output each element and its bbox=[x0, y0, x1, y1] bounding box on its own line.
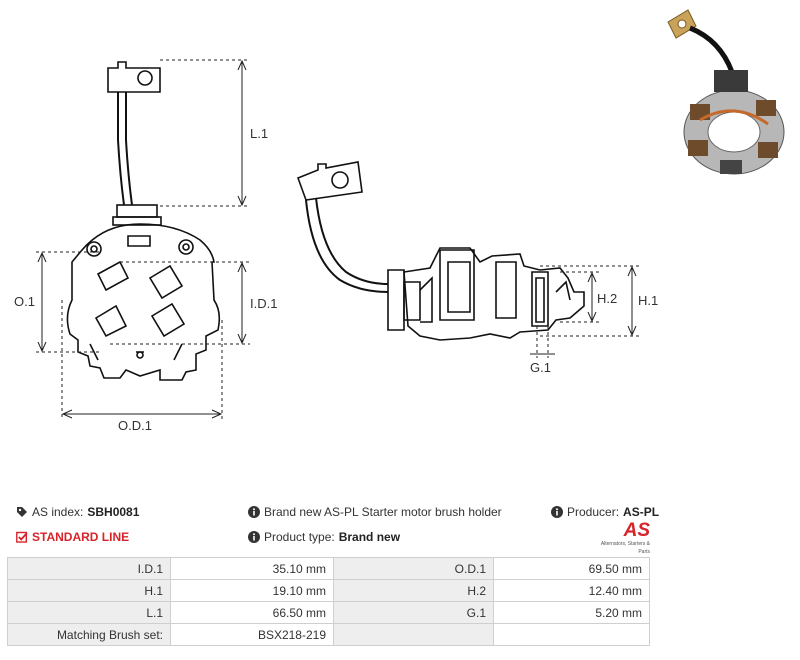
spec-value bbox=[493, 623, 650, 646]
dim-label-od1: O.D.1 bbox=[118, 418, 152, 433]
dim-label-l1: L.1 bbox=[250, 126, 268, 141]
product-photo bbox=[660, 0, 800, 200]
spec-value: 69.50 mm bbox=[493, 557, 650, 580]
spec-value: BSX218-219 bbox=[170, 623, 334, 646]
producer-label: Producer: bbox=[567, 505, 620, 519]
spec-value: 5.20 mm bbox=[493, 601, 650, 624]
spec-value: 66.50 mm bbox=[170, 601, 334, 624]
front-dimensions bbox=[36, 59, 250, 420]
dim-label-h2: H.2 bbox=[597, 291, 617, 306]
as-index: AS index: SBH0081 bbox=[16, 505, 139, 519]
tag-icon bbox=[17, 507, 27, 517]
product-type-label: Product type: bbox=[264, 530, 335, 544]
info-icon bbox=[248, 531, 260, 543]
dim-label-o1: O.1 bbox=[14, 294, 35, 309]
checkbox-icon bbox=[16, 531, 28, 543]
info-row-1: AS index: SBH0081 Brand new AS-PL Starte… bbox=[0, 505, 800, 527]
side-dimensions bbox=[530, 265, 640, 358]
dim-label-h1: H.1 bbox=[638, 293, 658, 308]
standard-line-text: STANDARD LINE bbox=[32, 530, 130, 544]
spec-label bbox=[333, 623, 494, 646]
spec-label: L.1 bbox=[7, 601, 171, 624]
spec-value: 19.10 mm bbox=[170, 579, 334, 602]
description: Brand new AS-PL Starter motor brush hold… bbox=[248, 505, 502, 519]
spec-label: G.1 bbox=[333, 601, 494, 624]
logo-mark: AS bbox=[623, 520, 650, 541]
spec-label: Matching Brush set: bbox=[7, 623, 171, 646]
producer-value: AS-PL bbox=[623, 505, 660, 519]
info-row-2: STANDARD LINE Product type: Brand new bbox=[0, 530, 800, 552]
side-view bbox=[296, 161, 585, 341]
description-text: Brand new AS-PL Starter motor brush hold… bbox=[264, 505, 502, 519]
product-type: Product type: Brand new bbox=[248, 530, 400, 544]
as-logo: AS Alternators, Starters & Parts bbox=[590, 520, 650, 555]
dim-label-g1: G.1 bbox=[530, 360, 551, 375]
spec-label: I.D.1 bbox=[7, 557, 171, 580]
info-icon bbox=[248, 506, 260, 518]
spec-value: 35.10 mm bbox=[170, 557, 334, 580]
info-icon bbox=[551, 506, 563, 518]
as-index-value: SBH0081 bbox=[87, 505, 140, 519]
producer: Producer: AS-PL bbox=[551, 505, 659, 519]
spec-label: H.1 bbox=[7, 579, 171, 602]
standard-line: STANDARD LINE bbox=[16, 530, 129, 544]
spec-value: 12.40 mm bbox=[493, 579, 650, 602]
product-type-value: Brand new bbox=[338, 530, 401, 544]
as-index-label: AS index: bbox=[32, 505, 84, 519]
spec-label: H.2 bbox=[333, 579, 494, 602]
table-row: Matching Brush set:BSX218-219 bbox=[7, 623, 650, 646]
logo-tagline: Alternators, Starters & Parts bbox=[600, 541, 650, 555]
technical-drawing: L.1 O.1 I.D.1 O.D.1 H.2 bbox=[14, 59, 658, 433]
spec-label: O.D.1 bbox=[333, 557, 494, 580]
front-view bbox=[66, 61, 221, 381]
dim-label-id1: I.D.1 bbox=[250, 296, 277, 311]
